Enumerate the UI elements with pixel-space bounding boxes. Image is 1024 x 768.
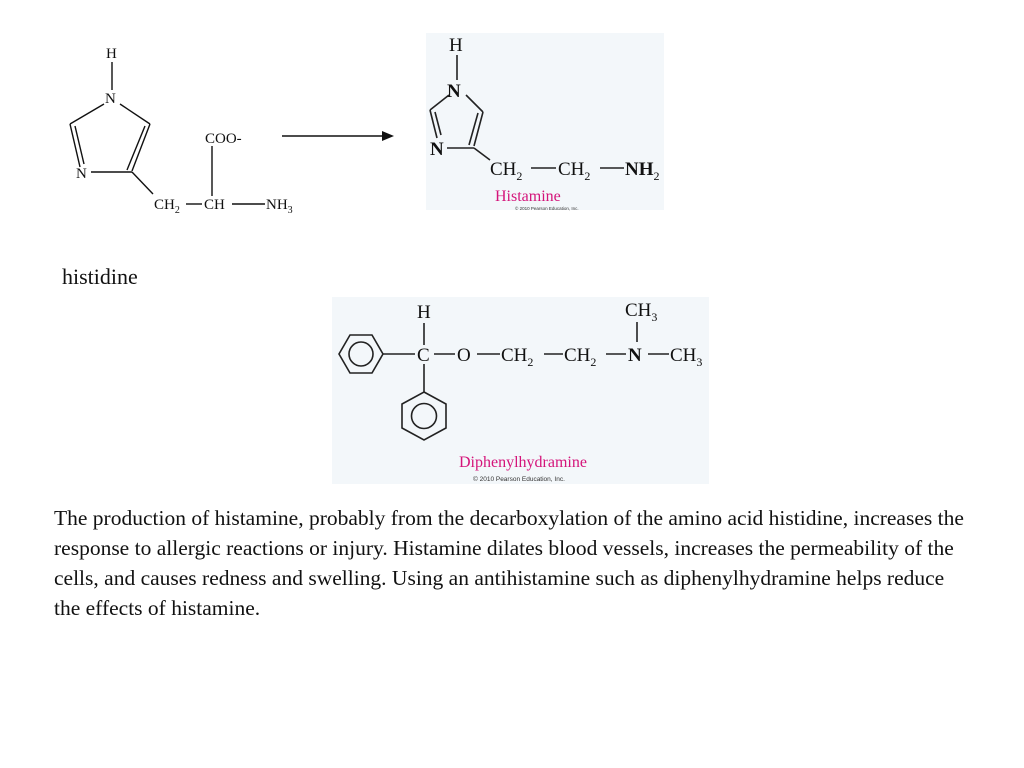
- histidine-ch: CH: [204, 197, 225, 213]
- histidine-coo: COO-: [205, 131, 242, 147]
- histidine-nh3: NH3: [266, 197, 293, 216]
- histamine-atom-n-left: N: [430, 139, 444, 160]
- diphenhydramine-ch2-b: CH2: [564, 345, 596, 369]
- histidine-atom-n-top: N: [105, 91, 116, 107]
- diphenhydramine-ch3-right: CH3: [670, 345, 702, 369]
- histamine-nh2: NH2: [625, 159, 660, 183]
- diphenhydramine-atom-c: C: [417, 345, 430, 366]
- diphenhydramine-copyright: © 2010 Pearson Education, Inc.: [473, 475, 565, 483]
- histamine-atom-n-top: N: [447, 81, 461, 102]
- histidine-ch2: CH2: [154, 197, 180, 216]
- diphenhydramine-panel: [332, 297, 709, 484]
- histamine-atom-h: H: [449, 35, 463, 56]
- histamine-ch2-a: CH2: [490, 159, 522, 183]
- diphenhydramine-atom-o: O: [457, 345, 471, 366]
- diphenhydramine-name: Diphenylhydramine: [459, 454, 587, 471]
- histidine-label: histidine: [62, 264, 138, 289]
- diphenhydramine-atom-n: N: [628, 345, 642, 366]
- caption-paragraph: The production of histamine, probably fr…: [54, 506, 964, 620]
- histidine-atom-n-left: N: [76, 166, 87, 182]
- diphenhydramine-atom-h: H: [417, 302, 431, 323]
- histamine-name: Histamine: [495, 188, 561, 205]
- diphenhydramine-ch3-top: CH3: [625, 300, 657, 324]
- histamine-copyright: © 2010 Pearson Education, Inc.: [515, 205, 579, 211]
- diphenhydramine-ch2-a: CH2: [501, 345, 533, 369]
- histamine-ch2-b: CH2: [558, 159, 590, 183]
- histamine-panel: [426, 33, 664, 210]
- histidine-atom-h: H: [106, 46, 117, 62]
